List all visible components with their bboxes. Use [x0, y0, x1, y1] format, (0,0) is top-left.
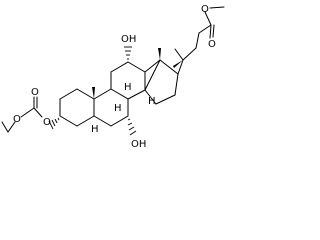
- ring-c: [110, 46, 161, 100]
- side-chain: [173, 6, 225, 75]
- hydrogen-5-label: H: [91, 124, 99, 135]
- hydroxyl-7-label: OH: [131, 139, 146, 150]
- ring-a: [59, 88, 95, 127]
- carbonate-oxygen-ester-label: O: [43, 117, 51, 128]
- hydrogen-8-label: H: [124, 82, 132, 93]
- ester-oxygen-label: O: [201, 4, 209, 15]
- hydrogen-9-label: H: [114, 103, 122, 114]
- hydroxyl-12-label: OH: [121, 34, 136, 45]
- carbonate-oxygen-ethoxy-label: O: [13, 114, 21, 125]
- carbonyl-oxygen-label: O: [208, 39, 216, 50]
- ring-b: [92, 87, 137, 136]
- ethyl-carbonate-group: [1, 96, 60, 133]
- hydrogen-14-label: H: [148, 96, 156, 107]
- ring-d: [144, 48, 179, 105]
- carbonate-oxygen-carbonyl-label: O: [31, 87, 39, 98]
- structure-drawing: O O OH OH: [1, 4, 225, 150]
